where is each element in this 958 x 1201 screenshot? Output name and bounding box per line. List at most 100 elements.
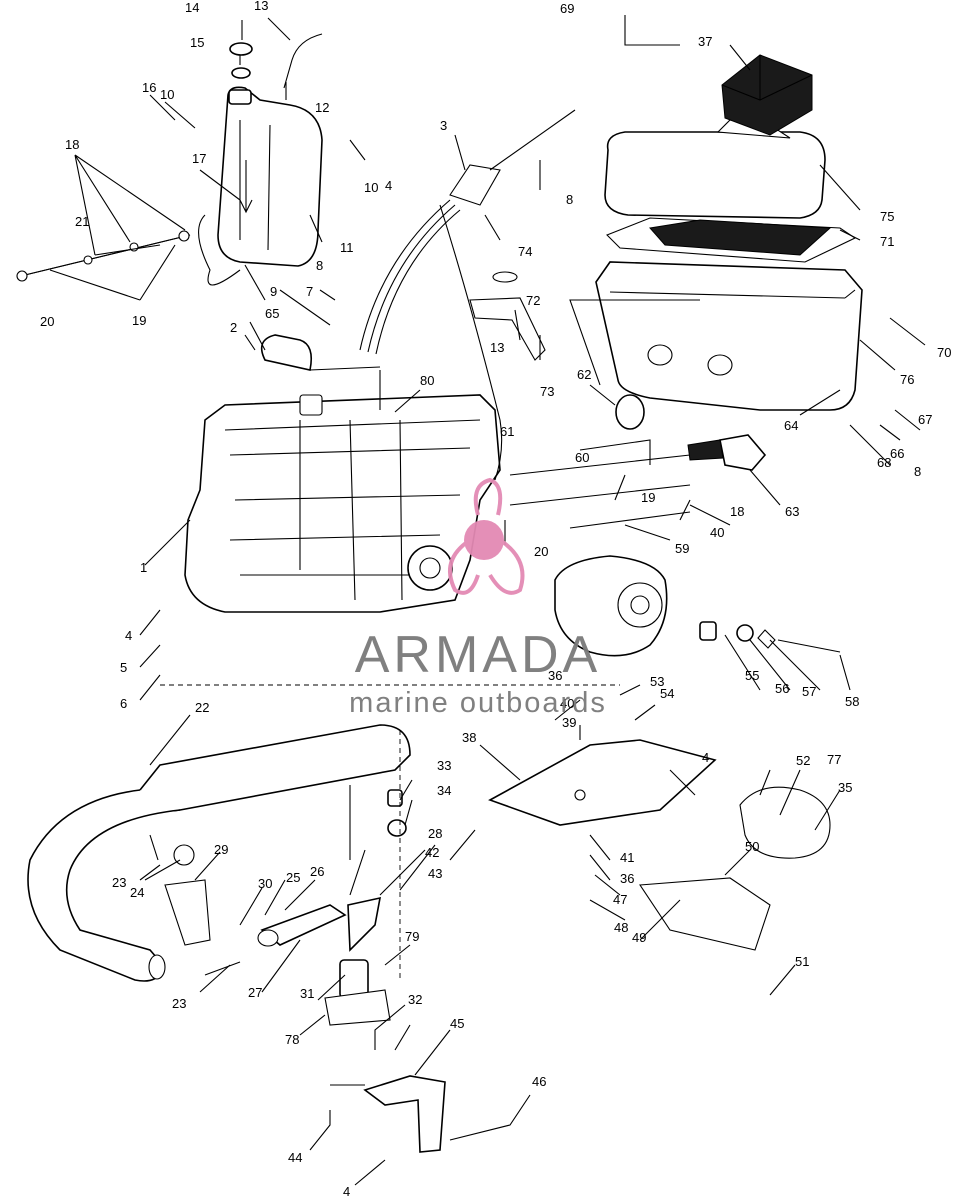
callout-18b: 18 bbox=[730, 504, 744, 519]
callout-41: 41 bbox=[620, 850, 634, 865]
callout-51: 51 bbox=[795, 954, 809, 969]
callout-37: 37 bbox=[698, 34, 712, 49]
callout-5: 5 bbox=[120, 660, 127, 675]
mount-bracket-49 bbox=[639, 877, 771, 951]
callout-8c: 8 bbox=[914, 464, 921, 479]
grommets-33-34 bbox=[387, 789, 407, 837]
callout-79: 79 bbox=[405, 929, 419, 944]
callout-44: 44 bbox=[288, 1150, 302, 1165]
callout-29: 29 bbox=[214, 842, 228, 857]
watermark-brand: ARMADA bbox=[355, 626, 601, 684]
choke-valve bbox=[687, 434, 767, 471]
callout-62: 62 bbox=[577, 367, 591, 382]
callout-22: 22 bbox=[195, 700, 209, 715]
callout-69: 69 bbox=[560, 1, 574, 16]
callout-60: 60 bbox=[575, 450, 589, 465]
callout-68: 68 bbox=[877, 455, 891, 470]
leader-lines bbox=[49, 15, 926, 1186]
callout-30: 30 bbox=[258, 876, 272, 891]
air-filter-element bbox=[606, 217, 857, 263]
mount-bracket-52 bbox=[739, 786, 831, 859]
callout-4d: 4 bbox=[343, 1184, 350, 1196]
callout-67: 67 bbox=[918, 412, 932, 427]
callout-47: 47 bbox=[613, 892, 627, 907]
callout-78: 78 bbox=[285, 1032, 299, 1047]
callout-64: 64 bbox=[784, 418, 798, 433]
callout-8a: 8 bbox=[566, 192, 573, 207]
callout-8b: 8 bbox=[316, 258, 323, 273]
callout-39: 39 bbox=[562, 715, 576, 730]
callout-13b: 13 bbox=[490, 340, 504, 355]
callout-42: 42 bbox=[425, 845, 439, 860]
callout-28: 28 bbox=[428, 826, 442, 841]
callout-20b: 20 bbox=[534, 544, 548, 559]
callout-24: 24 bbox=[130, 885, 144, 900]
callout-71: 71 bbox=[880, 234, 894, 249]
throttle-cable-3 bbox=[449, 109, 576, 206]
muffler bbox=[27, 724, 411, 982]
callout-10b: 10 bbox=[364, 180, 378, 195]
callout-33: 33 bbox=[437, 758, 451, 773]
fuel-hose-top bbox=[283, 33, 323, 100]
watermark: ARMADA marine outboards bbox=[349, 477, 607, 719]
mount-plate-38 bbox=[488, 739, 717, 826]
callout-31: 31 bbox=[300, 986, 314, 1001]
callout-18a: 18 bbox=[65, 137, 79, 152]
callout-53: 53 bbox=[650, 674, 664, 689]
callout-66: 66 bbox=[890, 446, 904, 461]
callout-77: 77 bbox=[827, 752, 841, 767]
fuel-cap bbox=[229, 42, 253, 79]
callout-4b: 4 bbox=[125, 628, 132, 643]
callout-19a: 19 bbox=[132, 313, 146, 328]
callout-74: 74 bbox=[518, 244, 532, 259]
callout-46: 46 bbox=[532, 1074, 546, 1089]
callout-58: 58 bbox=[845, 694, 859, 709]
bracket-72-73 bbox=[469, 271, 546, 361]
watermark-tagline: marine outboards bbox=[349, 687, 607, 719]
flange-hardware bbox=[699, 621, 841, 653]
callout-6: 6 bbox=[120, 696, 127, 711]
callout-2: 2 bbox=[230, 320, 237, 335]
callout-3: 3 bbox=[440, 118, 447, 133]
grommet bbox=[615, 394, 645, 430]
callout-25: 25 bbox=[286, 870, 300, 885]
callout-56: 56 bbox=[775, 681, 789, 696]
callout-73: 73 bbox=[540, 384, 554, 399]
callout-17: 17 bbox=[192, 151, 206, 166]
callout-32: 32 bbox=[408, 992, 422, 1007]
callout-57: 57 bbox=[802, 684, 816, 699]
callout-9: 9 bbox=[270, 284, 277, 299]
callout-7: 7 bbox=[306, 284, 313, 299]
intake-hoses bbox=[509, 454, 691, 529]
callout-38: 38 bbox=[462, 730, 476, 745]
fuel-tank bbox=[217, 86, 323, 267]
callout-63: 63 bbox=[785, 504, 799, 519]
callout-12: 12 bbox=[315, 100, 329, 115]
callout-65: 65 bbox=[265, 306, 279, 321]
callout-36b: 36 bbox=[620, 871, 634, 886]
callout-40a: 40 bbox=[710, 525, 724, 540]
callout-52: 52 bbox=[796, 753, 810, 768]
bracket-45 bbox=[363, 1075, 446, 1153]
callout-23b: 23 bbox=[172, 996, 186, 1011]
callout-labels: 1 2 3 4 4 4 4 5 6 7 8 8 8 9 10 10 11 12 … bbox=[40, 0, 951, 1199]
callout-48: 48 bbox=[614, 920, 628, 935]
callout-54: 54 bbox=[660, 686, 674, 701]
callout-36a: 36 bbox=[548, 668, 562, 683]
callout-43: 43 bbox=[428, 866, 442, 881]
fuel-line-left bbox=[198, 214, 241, 286]
callout-19b: 19 bbox=[641, 490, 655, 505]
callout-76: 76 bbox=[900, 372, 914, 387]
callout-10a: 10 bbox=[160, 87, 174, 102]
propeller-logo-icon bbox=[448, 477, 525, 595]
callout-4a: 4 bbox=[385, 178, 392, 193]
callout-40b: 40 bbox=[560, 696, 574, 711]
callout-15: 15 bbox=[190, 35, 204, 50]
wire-harness bbox=[359, 199, 503, 481]
callout-20a: 20 bbox=[40, 314, 54, 329]
carburetor-flange bbox=[554, 555, 668, 657]
fuel-line-assembly bbox=[16, 230, 191, 282]
callout-61: 61 bbox=[500, 424, 514, 439]
